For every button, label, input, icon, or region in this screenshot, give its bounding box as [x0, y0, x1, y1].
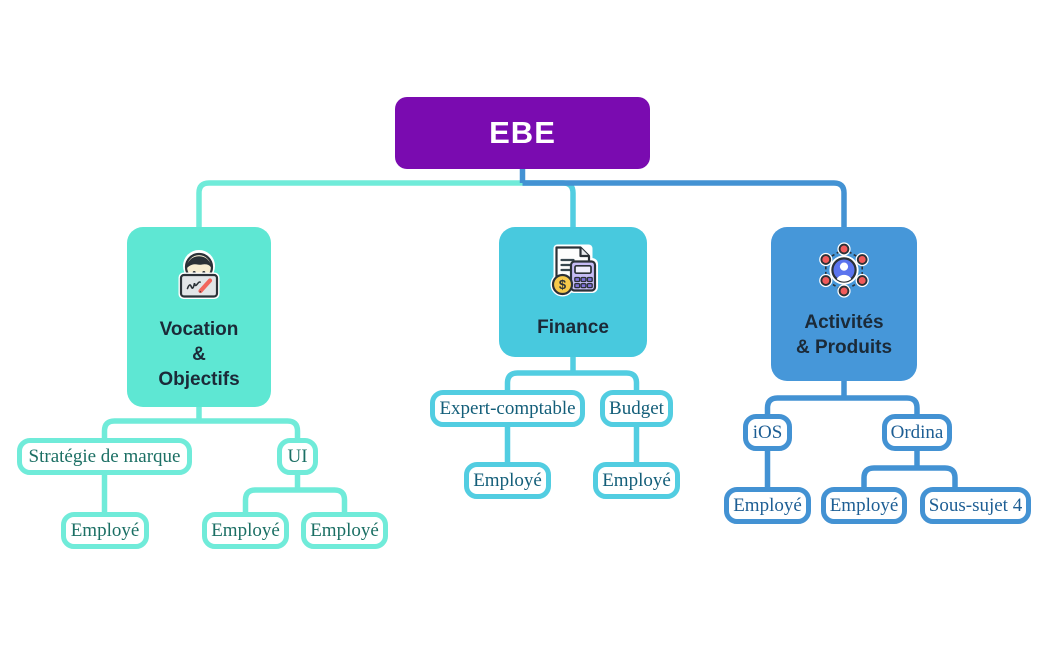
leaf-node-employe[interactable]: Employé [464, 462, 551, 499]
branch-node-vocation-objectifs[interactable]: Vocation & Objectifs [127, 227, 271, 407]
leaf-node-ui[interactable]: UI [277, 438, 318, 475]
leaf-label: Employé [733, 494, 802, 516]
label-line: Activités [804, 312, 884, 333]
leaf-label: Employé [473, 469, 542, 491]
branch-node-label: Activités & Produits [796, 310, 892, 360]
leaf-label: Employé [70, 519, 140, 541]
leaf-label: Employé [211, 519, 280, 541]
leaf-label: Ordina [890, 421, 944, 443]
label-line: & [192, 344, 206, 365]
leaf-node-strategie-de-marque[interactable]: Stratégie de marque [17, 438, 192, 475]
leaf-node-budget[interactable]: Budget [600, 390, 673, 427]
root-node-ebe[interactable]: EBE [395, 97, 650, 169]
leaf-label: Employé [602, 469, 671, 491]
leaf-node-employe[interactable]: Employé [202, 512, 289, 549]
leaf-label: Budget [609, 397, 664, 419]
leaf-node-employe[interactable]: Employé [821, 487, 907, 524]
leaf-label: Employé [310, 519, 379, 541]
branch-node-label: Vocation & Objectifs [158, 317, 239, 392]
activites-branch-connectors [519, 167, 958, 489]
label-line: Finance [537, 317, 609, 338]
leaf-node-sous-sujet-4[interactable]: Sous-sujet 4 [920, 487, 1031, 524]
label-line: Objectifs [158, 369, 240, 390]
leaf-node-expert-comptable[interactable]: Expert-comptable [430, 390, 585, 427]
leaf-node-ios[interactable]: iOS [743, 414, 792, 451]
leaf-node-employe[interactable]: Employé [593, 462, 680, 499]
invoice-calculator-coin-icon: $ [550, 244, 598, 297]
people-network-icon [819, 242, 869, 298]
label-line: Vocation [159, 319, 239, 340]
leaf-node-employe[interactable]: Employé [724, 487, 811, 524]
person-at-laptop-icon [178, 250, 220, 299]
leaf-node-ordina[interactable]: Ordina [882, 414, 952, 451]
branch-node-activites-produits[interactable]: Activités & Produits [771, 227, 917, 381]
leaf-label: UI [287, 445, 308, 467]
leaf-node-employe[interactable]: Employé [61, 512, 149, 549]
leaf-label: Expert-comptable [439, 397, 576, 419]
root-node-label: EBE [489, 115, 556, 150]
leaf-label: Sous-sujet 4 [928, 494, 1023, 516]
svg-text:$: $ [559, 277, 567, 292]
label-line: & Produits [795, 337, 893, 358]
leaf-label: Stratégie de marque [28, 445, 181, 467]
vocation-branch-connectors [101, 180, 523, 514]
branch-node-finance[interactable]: $ Finance [499, 227, 647, 357]
branch-node-label: Finance [537, 315, 609, 340]
leaf-label: Employé [829, 494, 899, 516]
leaf-node-employe[interactable]: Employé [301, 512, 388, 549]
leaf-label: iOS [752, 421, 783, 443]
